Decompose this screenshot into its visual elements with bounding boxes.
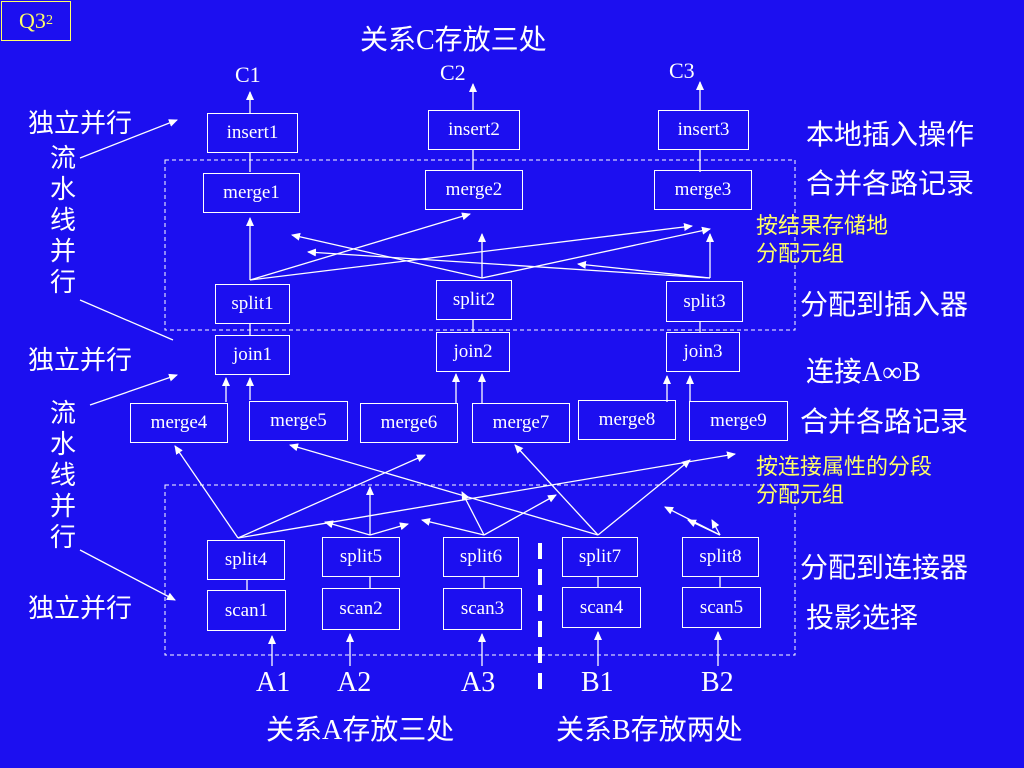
split7-box: split7 — [562, 537, 638, 577]
merge9-box: merge9 — [689, 401, 788, 441]
merge4-box: merge4 — [130, 403, 228, 443]
split5-box: split5 — [322, 537, 400, 577]
input-b1: B1 — [581, 667, 614, 698]
output-c1: C1 — [235, 62, 261, 87]
label-independent-top: 独立并行 — [28, 109, 133, 138]
merge8-box: merge8 — [578, 400, 676, 440]
caption-relation-b: 关系B存放两处 — [556, 715, 743, 746]
label-distribute-to-joiner: 分配到连接器 — [800, 553, 969, 584]
label-projection-selection: 投影选择 — [806, 603, 919, 634]
split4-box: split4 — [207, 540, 285, 580]
scan5-box: scan5 — [682, 587, 761, 628]
upper-dashed-region — [164, 159, 796, 331]
join1-box: join1 — [215, 335, 290, 375]
label-pipeline-top: 流水线并行 — [49, 144, 76, 297]
label-independent-middle: 独立并行 — [28, 346, 133, 375]
scan3-box: scan3 — [443, 588, 522, 630]
label-merge-records-bottom: 合并各路记录 — [800, 407, 969, 438]
merge3-box: merge3 — [654, 170, 752, 210]
output-c3: C3 — [669, 58, 695, 83]
merge2-box: merge2 — [425, 170, 523, 210]
label-pipeline-bottom: 流水线并行 — [49, 399, 76, 552]
scan1-box: scan1 — [207, 590, 286, 631]
input-b2: B2 — [701, 667, 734, 698]
split3-box: split3 — [666, 281, 743, 322]
label-join-ab: 连接A∞B — [806, 357, 921, 388]
input-a1: A1 — [256, 667, 291, 698]
output-c2: C2 — [440, 60, 466, 85]
join3-box: join3 — [666, 332, 740, 372]
scan4-box: scan4 — [562, 587, 641, 628]
label-merge-records-top: 合并各路记录 — [806, 169, 975, 200]
slide-number-superscript: 2 — [45, 13, 53, 28]
input-a3: A3 — [461, 667, 496, 698]
label-local-insert: 本地插入操作 — [806, 120, 975, 151]
insert3-box: insert3 — [658, 110, 749, 150]
label-distribute-to-inserter: 分配到插入器 — [800, 290, 969, 321]
merge5-box: merge5 — [249, 401, 348, 441]
label-independent-bottom: 独立并行 — [28, 594, 133, 623]
slide-number-text: Q3 — [19, 8, 46, 33]
insert1-box: insert1 — [207, 113, 298, 153]
label-distribute-by-join-attr: 按连接属性的分段分配元组 — [756, 454, 933, 507]
merge6-box: merge6 — [360, 403, 458, 443]
split2-box: split2 — [436, 280, 512, 320]
insert2-box: insert2 — [428, 110, 520, 150]
title-relation-c: 关系C存放三处 — [360, 25, 547, 56]
lower-dashed-region — [164, 484, 796, 656]
merge7-box: merge7 — [472, 403, 570, 443]
label-distribute-by-result: 按结果存储地分配元组 — [756, 213, 889, 266]
caption-relation-a: 关系A存放三处 — [266, 715, 455, 746]
split6-box: split6 — [443, 537, 519, 577]
merge1-box: merge1 — [203, 173, 300, 213]
scan2-box: scan2 — [322, 588, 400, 630]
split8-box: split8 — [682, 537, 759, 577]
join2-box: join2 — [436, 332, 510, 372]
input-a2: A2 — [337, 667, 372, 698]
split1-box: split1 — [215, 284, 290, 324]
